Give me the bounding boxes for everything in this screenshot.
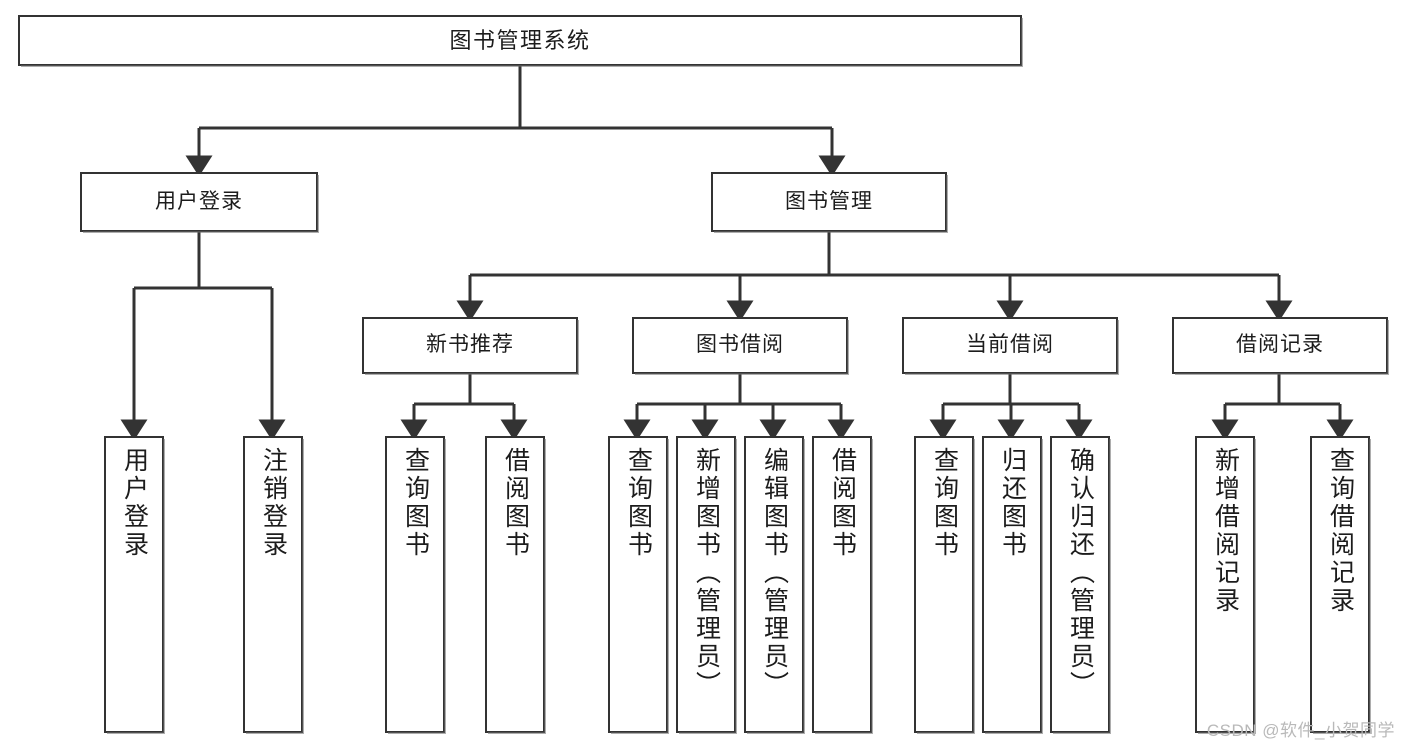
node-current-borrow[interactable]: 当前借阅 [902, 317, 1119, 375]
node-label: 借阅图书 [828, 447, 857, 559]
node-leaf-logout-login[interactable]: 注销登录 [243, 436, 304, 734]
node-leaf-edit-book-admin[interactable]: 编辑图书（管理员） [744, 436, 805, 734]
node-label: 查询图书 [930, 447, 959, 559]
node-label: 查询图书 [401, 447, 430, 559]
node-label: 当前借阅 [966, 333, 1054, 357]
node-label: 用户登录 [155, 189, 243, 213]
node-label: 图书借阅 [696, 333, 784, 357]
node-leaf-query-book-2[interactable]: 查询图书 [608, 436, 669, 734]
node-label: 编辑图书（管理员） [760, 447, 789, 699]
node-label: 确认归还（管理员） [1066, 447, 1095, 699]
node-leaf-confirm-return-admin[interactable]: 确认归还（管理员） [1050, 436, 1111, 734]
node-label: 借阅记录 [1236, 333, 1324, 357]
node-leaf-borrow-book-1[interactable]: 借阅图书 [485, 436, 546, 734]
node-leaf-add-book-admin[interactable]: 新增图书（管理员） [676, 436, 737, 734]
node-leaf-user-login[interactable]: 用户登录 [104, 436, 165, 734]
node-new-book-recommend[interactable]: 新书推荐 [362, 317, 579, 375]
node-book-management[interactable]: 图书管理 [711, 172, 948, 233]
node-label: 归还图书 [998, 447, 1027, 559]
watermark-text: CSDN @软件_小贺同学 [1206, 721, 1395, 740]
node-leaf-borrow-book-2[interactable]: 借阅图书 [812, 436, 873, 734]
node-leaf-add-borrow-record[interactable]: 新增借阅记录 [1195, 436, 1256, 734]
node-label: 新增图书（管理员） [692, 447, 721, 699]
node-root-book-management-system[interactable]: 图书管理系统 [18, 15, 1023, 67]
node-label: 注销登录 [259, 447, 288, 559]
node-label: 用户登录 [120, 447, 149, 559]
node-leaf-query-borrow-record[interactable]: 查询借阅记录 [1310, 436, 1371, 734]
node-leaf-query-book-3[interactable]: 查询图书 [914, 436, 975, 734]
node-label: 图书管理系统 [449, 27, 591, 53]
node-label: 查询借阅记录 [1326, 447, 1355, 615]
node-leaf-query-book-1[interactable]: 查询图书 [385, 436, 446, 734]
node-book-borrow[interactable]: 图书借阅 [632, 317, 849, 375]
node-leaf-return-book[interactable]: 归还图书 [982, 436, 1043, 734]
node-label: 图书管理 [785, 189, 873, 213]
node-user-login[interactable]: 用户登录 [80, 172, 319, 233]
node-label: 新增借阅记录 [1211, 447, 1240, 615]
node-label: 新书推荐 [426, 333, 514, 357]
node-label: 借阅图书 [501, 447, 530, 559]
node-borrow-record[interactable]: 借阅记录 [1172, 317, 1389, 375]
node-label: 查询图书 [624, 447, 653, 559]
